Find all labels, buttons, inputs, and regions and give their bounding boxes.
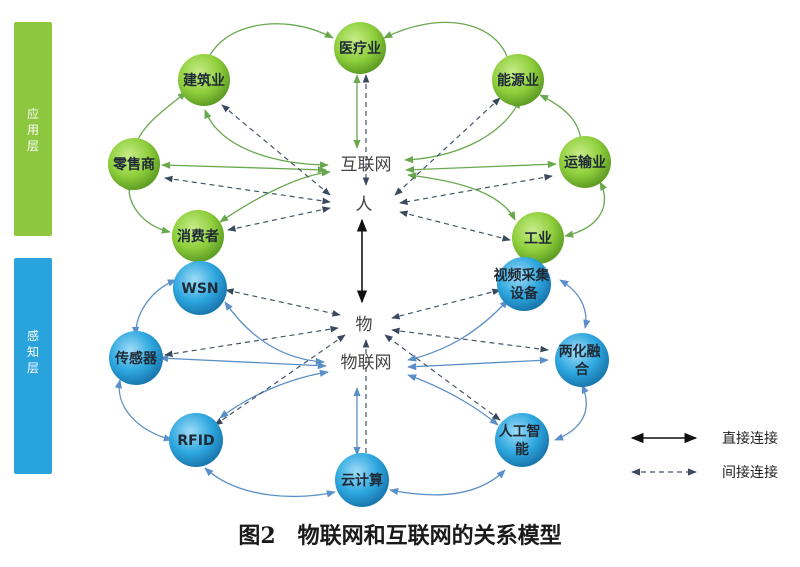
perception-layer-band bbox=[14, 258, 52, 474]
node-industry[interactable]: 工业 bbox=[512, 212, 564, 264]
center-person-label: 人 bbox=[356, 195, 373, 215]
node-transport[interactable]: 运输业 bbox=[559, 136, 611, 188]
node-ai[interactable]: 人工智 能 bbox=[495, 413, 549, 467]
svg-text:WSN: WSN bbox=[181, 281, 218, 297]
node-consumer[interactable]: 消费者 bbox=[172, 210, 224, 262]
svg-text:建筑业: 建筑业 bbox=[183, 72, 225, 89]
svg-text:工业: 工业 bbox=[524, 231, 552, 247]
legend: 直接连接 间接连接 bbox=[630, 430, 778, 481]
svg-text:传感器: 传感器 bbox=[114, 350, 158, 367]
indirect-links bbox=[164, 74, 553, 463]
application-layer-band bbox=[14, 22, 52, 236]
svg-text:能源业: 能源业 bbox=[497, 72, 539, 89]
perception-layer-label: 感知层 bbox=[27, 328, 39, 375]
svg-text:视频采集 设备: 视频采集 设备 bbox=[494, 267, 555, 302]
svg-text:人工智 能: 人工智 能 bbox=[499, 423, 546, 458]
node-rfid[interactable]: RFID bbox=[169, 413, 223, 467]
node-fusion[interactable]: 两化融 合 bbox=[555, 333, 609, 387]
node-energy[interactable]: 能源业 bbox=[492, 54, 544, 106]
legend-indirect-label: 间接连接 bbox=[722, 464, 778, 481]
svg-text:两化融 合: 两化融 合 bbox=[559, 343, 606, 378]
application-layer-label: 应用层 bbox=[27, 106, 39, 153]
svg-text:云计算: 云计算 bbox=[341, 472, 383, 489]
svg-text:零售商: 零售商 bbox=[112, 156, 155, 173]
svg-text:消费者: 消费者 bbox=[177, 228, 219, 245]
legend-direct-label: 直接连接 bbox=[722, 430, 778, 447]
svg-text:运输业: 运输业 bbox=[564, 154, 606, 171]
center-thing-label: 物 bbox=[356, 315, 373, 335]
center-internet-label: 互联网 bbox=[341, 155, 392, 175]
node-wsn[interactable]: WSN bbox=[173, 261, 227, 315]
svg-text:RFID: RFID bbox=[177, 433, 214, 449]
figure-caption: 图2 物联网和互联网的关系模型 bbox=[238, 523, 562, 549]
node-cloud[interactable]: 云计算 bbox=[335, 453, 389, 507]
node-medical[interactable]: 医疗业 bbox=[334, 22, 386, 74]
node-video-capture[interactable]: 视频采集 设备 bbox=[494, 257, 555, 311]
center-iot-label: 物联网 bbox=[341, 353, 392, 373]
node-construction[interactable]: 建筑业 bbox=[178, 54, 230, 106]
node-retail[interactable]: 零售商 bbox=[108, 138, 160, 190]
svg-text:医疗业: 医疗业 bbox=[339, 40, 381, 57]
node-sensor[interactable]: 传感器 bbox=[109, 331, 163, 385]
